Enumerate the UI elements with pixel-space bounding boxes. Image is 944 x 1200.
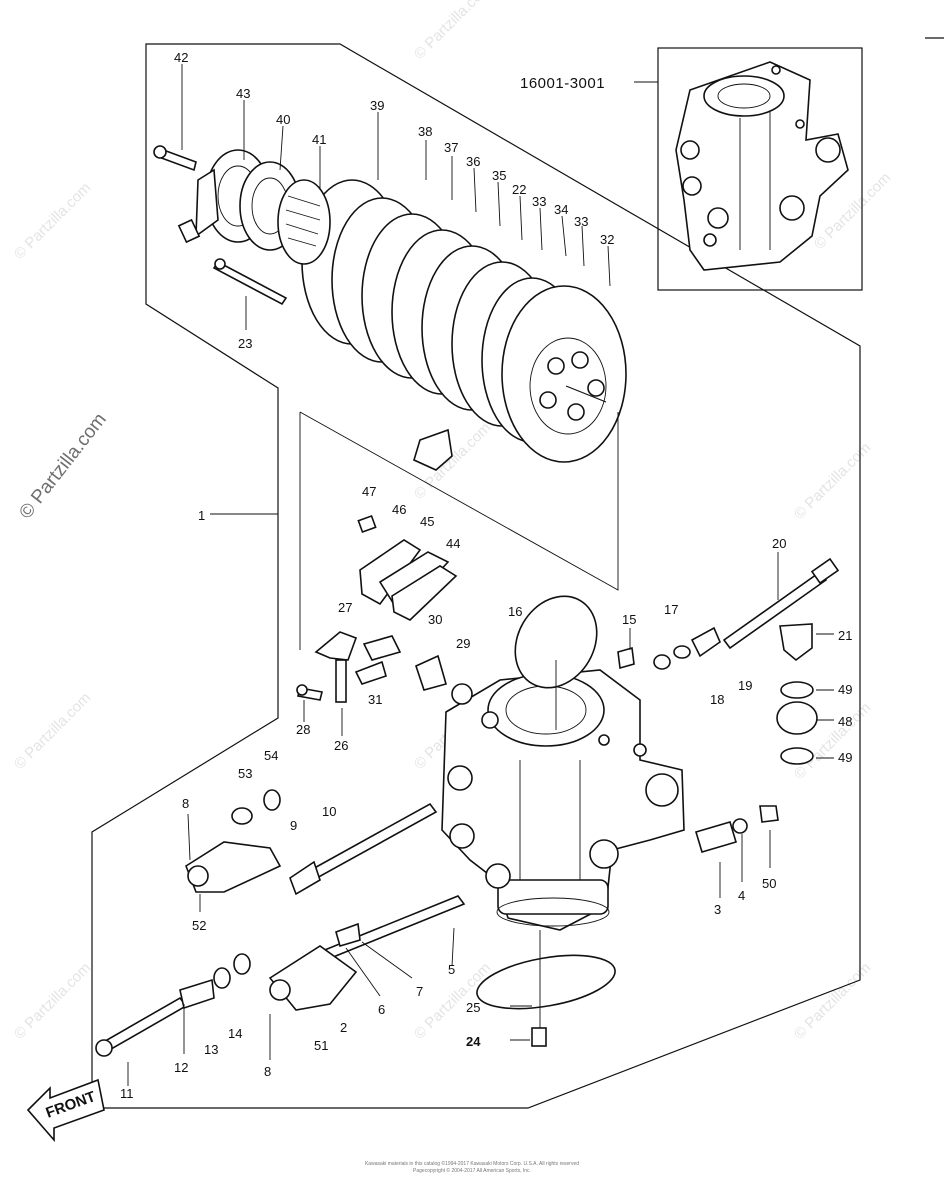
callout-label: 12 xyxy=(174,1060,188,1075)
callout-label: 11 xyxy=(120,1086,134,1101)
callout-label: 32 xyxy=(600,232,614,247)
callout-label: 54 xyxy=(264,748,278,763)
throttle-shaft-parts xyxy=(95,789,779,1057)
callout-label: 6 xyxy=(378,1002,385,1017)
callout-label: 22 xyxy=(512,182,526,197)
watermark: © Partzilla.com xyxy=(11,959,94,1042)
watermark: © Partzilla.com xyxy=(791,959,874,1042)
callout-label: 8 xyxy=(182,796,189,811)
callout-label: 42 xyxy=(174,50,188,65)
callout-label: 25 xyxy=(466,1000,480,1015)
callout-label: 26 xyxy=(334,738,348,753)
assembly-part-number: 16001-3001 xyxy=(520,75,605,92)
callout-label: 4 xyxy=(738,888,745,903)
callout-label: 21 xyxy=(838,628,852,643)
watermark-large: © Partzilla.com xyxy=(15,409,110,523)
plate-parts xyxy=(357,514,458,621)
callout-label: 14 xyxy=(228,1026,242,1041)
callout-label: 50 xyxy=(762,876,776,891)
callout-label: 46 xyxy=(392,502,406,517)
callout-label: 47 xyxy=(362,484,376,499)
callout-label: 30 xyxy=(428,612,442,627)
callout-label: 24 xyxy=(466,1034,481,1049)
callout-label: 20 xyxy=(772,536,786,551)
subassembly-bracket xyxy=(299,411,619,650)
filter-front-parts xyxy=(153,145,331,306)
screw-and-fittings xyxy=(617,557,840,765)
footer-page-copyright: Pagecopyright © 2004-2017 All American S… xyxy=(413,1167,531,1174)
callout-label: 37 xyxy=(444,140,458,155)
callout-label: 34 xyxy=(554,202,568,217)
callout-label: 17 xyxy=(664,602,678,617)
callout-label: 16 xyxy=(508,604,522,619)
watermark: © Partzilla.com xyxy=(791,439,874,522)
callout-label: 13 xyxy=(204,1042,218,1057)
callout-label: 5 xyxy=(448,962,455,977)
leader-lines xyxy=(127,64,834,1086)
callout-label: 41 xyxy=(312,132,326,147)
carburetor-body-inset xyxy=(675,61,849,271)
callout-label: 15 xyxy=(622,612,636,627)
callout-label: 7 xyxy=(416,984,423,999)
callout-label: 44 xyxy=(446,536,460,551)
callout-label: 31 xyxy=(368,692,382,707)
callout-label: 36 xyxy=(466,154,480,169)
callout-label: 18 xyxy=(710,692,724,707)
watermark: © Partzilla.com xyxy=(411,0,494,63)
diaphragm-16 xyxy=(514,595,598,730)
callout-label: 49 xyxy=(838,682,852,697)
callout-label: 40 xyxy=(276,112,290,127)
air-filter-stack xyxy=(301,179,627,471)
carburetor-body xyxy=(441,669,685,931)
callout-label: 2 xyxy=(340,1020,347,1035)
callout-label: 28 xyxy=(296,722,310,737)
callout-label: 35 xyxy=(492,168,506,183)
inset-frame xyxy=(657,47,863,291)
callout-label: 39 xyxy=(370,98,384,113)
callout-label: 9 xyxy=(290,818,297,833)
callout-labels: 42 43 40 39 41 38 37 36 35 22 33 34 33 3… xyxy=(120,50,852,1101)
footer-copyright: Kawasaki materials in this catalog ©1994… xyxy=(365,1160,579,1167)
callout-label: 33 xyxy=(532,194,546,209)
callout-label: 33 xyxy=(574,214,588,229)
callout-label: 8 xyxy=(264,1064,271,1079)
callout-label: 53 xyxy=(238,766,252,781)
callout-label: 45 xyxy=(420,514,434,529)
lever-parts xyxy=(296,631,473,705)
callout-label: 49 xyxy=(838,750,852,765)
watermark: © Partzilla.com xyxy=(11,179,94,262)
diaphragm-25 xyxy=(476,930,616,1047)
callout-label: 51 xyxy=(314,1038,328,1053)
callout-label: 38 xyxy=(418,124,432,139)
watermark: © Partzilla.com xyxy=(11,689,94,772)
callout-label: 10 xyxy=(322,804,336,819)
callout-label: 27 xyxy=(338,600,352,615)
callout-label: 43 xyxy=(236,86,250,101)
front-arrow: FRONT xyxy=(26,1078,105,1143)
callout-label: 19 xyxy=(738,678,752,693)
callout-label: 48 xyxy=(838,714,852,729)
callout-label: 3 xyxy=(714,902,721,917)
callout-label: 29 xyxy=(456,636,470,651)
callout-label: 52 xyxy=(192,918,206,933)
callout-label: 1 xyxy=(198,508,205,523)
callout-label: 23 xyxy=(238,336,252,351)
